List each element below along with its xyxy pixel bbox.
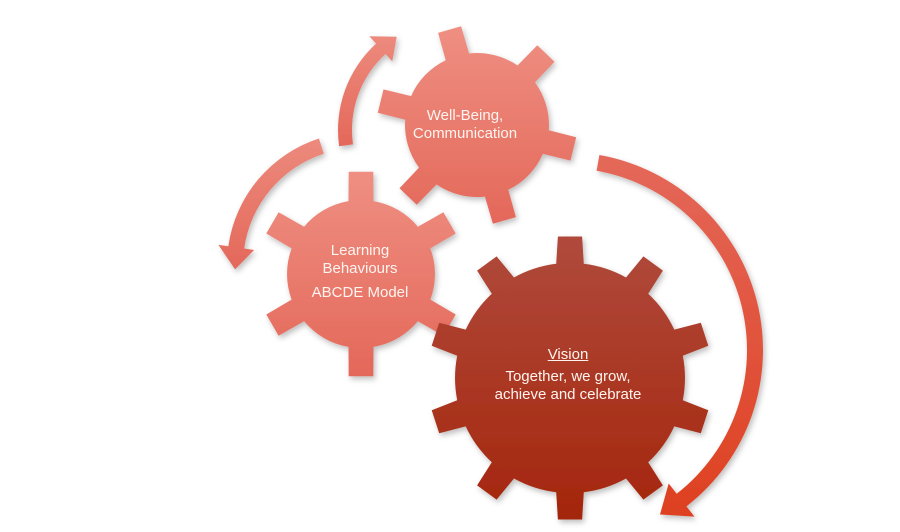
gear-vision-label: Vision Together, we grow, achieve and ce… [478,346,658,404]
gear-vision [431,236,709,520]
gear-wellbeing-line-2: Communication [412,125,518,142]
gear-wellbeing-line-1: Well-Being, [426,107,504,124]
gear-vision-line-2: achieve and celebrate [494,386,642,403]
gear-learning-label: Learning Behaviours ABCDE Model [290,242,430,302]
gear-vision-line-1: Together, we grow, [505,368,631,385]
arrow-around-vision [596,155,763,517]
gear-learning [266,171,456,377]
gear-learning-line-1: Learning [330,242,390,259]
gear-wellbeing-label: Well-Being, Communication [390,107,540,143]
arrow-to-wellbeing [338,36,397,147]
arrow-to-learning [218,138,324,270]
gear-learning-line-2: Behaviours [322,260,398,277]
gear-vision-title: Vision [547,346,589,363]
gear-learning-subtitle: ABCDE Model [311,284,409,301]
gear-wellbeing [377,26,577,224]
